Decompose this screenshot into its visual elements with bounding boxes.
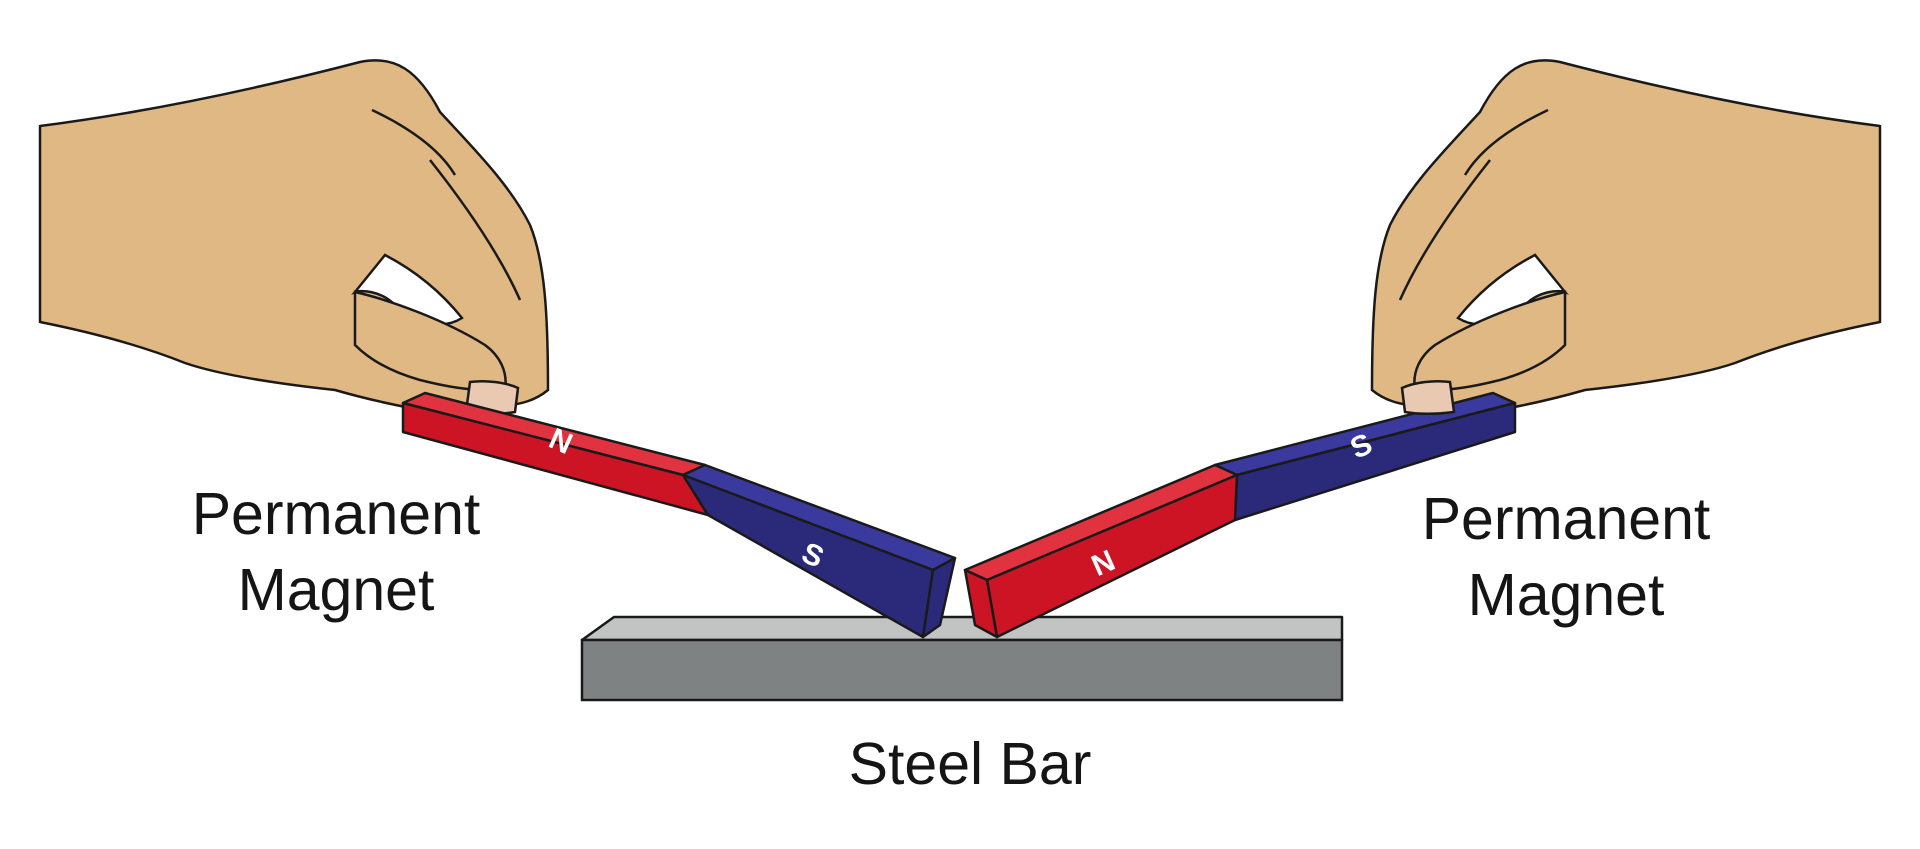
steel-bar xyxy=(580,615,1344,702)
left-magnet-label-line-2: Magnet xyxy=(237,557,435,623)
left-magnet-end xyxy=(921,556,957,639)
right-magnet: S N xyxy=(963,391,1517,639)
right-magnet-end xyxy=(963,568,999,639)
right-magnet-label: Permanent Magnet xyxy=(1366,481,1766,633)
right-hand xyxy=(1370,59,1882,417)
right-magnet-label-line-1: Permanent xyxy=(1421,486,1711,552)
right-magnet-label-line-2: Magnet xyxy=(1467,562,1665,628)
left-hand xyxy=(38,59,550,417)
steel-bar-label: Steel Bar xyxy=(770,726,1170,802)
right-thumb-nail xyxy=(1400,380,1456,416)
steel-bar-label-text: Steel Bar xyxy=(848,731,1092,797)
steel-bar-top xyxy=(580,615,1344,642)
steel-bar-front xyxy=(580,638,1344,702)
left-magnet-label-line-1: Permanent xyxy=(191,481,481,547)
left-magnet-label: Permanent Magnet xyxy=(136,476,536,628)
left-magnet: N S xyxy=(401,391,957,639)
